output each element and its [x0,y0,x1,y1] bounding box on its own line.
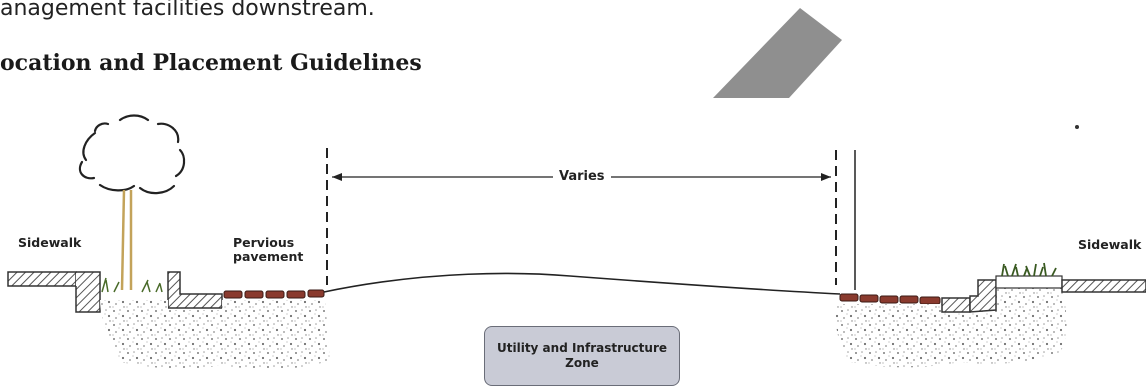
grey-arrow-shape [713,8,842,98]
right-sidewalk-slab [1061,279,1146,293]
intro-text-fragment: anagement facilities downstream. [0,0,375,21]
tree-illustration [78,114,186,195]
left-grass [101,277,163,293]
right-planter-edge [995,275,1063,289]
label-varies: Varies [553,169,611,184]
zone-label-line2: Zone [565,356,599,370]
tree-trunk [120,189,133,291]
left-sidewalk-slab [7,271,77,287]
left-gravel-bed [100,300,330,369]
right-curb-step [969,279,997,313]
zone-label-line1: Utility and Infrastructure [497,341,667,355]
section-heading: ocation and Placement Guidelines [0,50,422,76]
right-gravel-bed [835,288,1067,368]
label-pervious-line2: pavement [233,249,304,264]
road-surface-curve [323,272,841,295]
label-sidewalk-right: Sidewalk [1078,237,1142,252]
left-pervious-pavers [223,289,325,299]
label-pervious-line1: Pervious [233,235,295,250]
left-curb [75,271,101,313]
label-pervious-pavement: Pervious pavement [233,236,303,264]
utility-zone-box: Utility and Infrastructure Zone [484,326,680,386]
left-small-curb [167,271,223,309]
right-plants [1001,262,1057,277]
right-pervious-pavers [839,293,941,305]
right-curb [941,297,971,313]
label-sidewalk-left: Sidewalk [18,235,82,250]
